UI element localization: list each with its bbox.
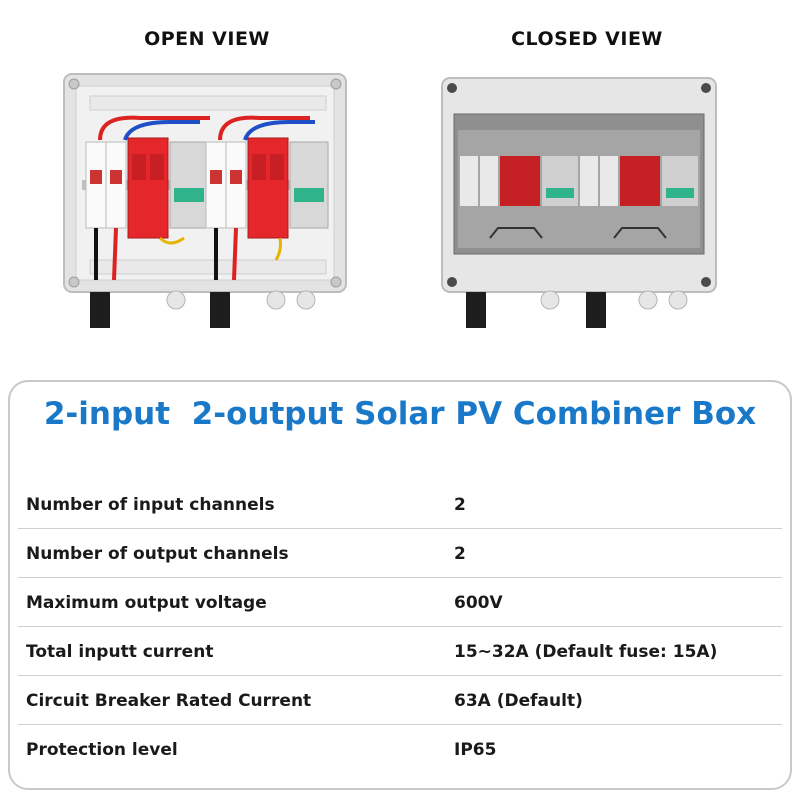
spec-label: Number of input channels: [26, 495, 275, 515]
open-view-label: OPEN VIEW: [144, 28, 270, 50]
spec-label: Protection level: [26, 740, 178, 760]
spec-row: Protection level IP65: [18, 725, 782, 774]
spec-row: Circuit Breaker Rated Current 63A (Defau…: [18, 676, 782, 725]
spec-value: 2: [454, 544, 466, 564]
spec-row: Number of input channels 2: [18, 480, 782, 529]
closed-view-image: [441, 77, 717, 328]
spec-value: 15~32A (Default fuse: 15A): [454, 642, 718, 662]
spec-value: 2: [454, 495, 466, 515]
spec-value: IP65: [454, 740, 497, 760]
closed-view-label: CLOSED VIEW: [511, 28, 663, 50]
spec-value: 600V: [454, 593, 503, 613]
spec-label: Maximum output voltage: [26, 593, 267, 613]
open-view-image: [63, 73, 347, 328]
spec-row: Total inputt current 15~32A (Default fus…: [18, 627, 782, 676]
spec-label: Number of output channels: [26, 544, 289, 564]
spec-row: Maximum output voltage 600V: [18, 578, 782, 627]
spec-row: Number of output channels 2: [18, 529, 782, 578]
spec-value: 63A (Default): [454, 691, 583, 711]
spec-label: Total inputt current: [26, 642, 214, 662]
spec-card: 2-input 2-output Solar PV Combiner Box N…: [8, 380, 792, 790]
spec-label: Circuit Breaker Rated Current: [26, 691, 312, 711]
spec-title: 2-input 2-output Solar PV Combiner Box: [43, 396, 757, 432]
spec-table: Number of input channels 2 Number of out…: [18, 480, 782, 774]
